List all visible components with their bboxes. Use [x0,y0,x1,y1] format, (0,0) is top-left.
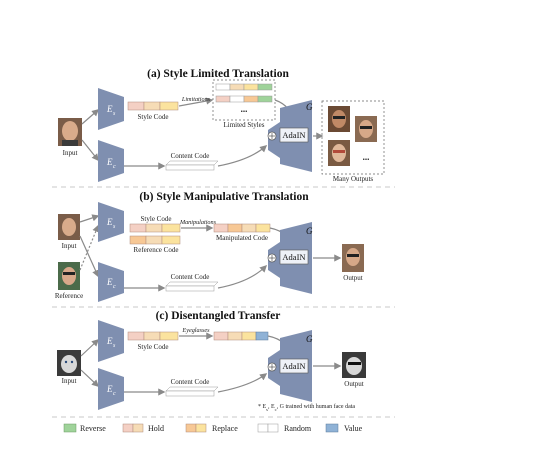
legend-random-swatch [257,423,269,433]
content-code-label-c: Content Code [171,378,210,386]
style-code-block [127,101,179,111]
adain-block [279,127,309,143]
svg-text:AdaIN: AdaIN [282,252,305,262]
output-husky-image [342,352,366,378]
generator-label: G [306,102,313,112]
legend-value-swatch [325,423,339,433]
svg-text:G: G [306,334,313,344]
reference-label: Reference [55,292,83,300]
training-note: * Es, Ec, G trained with human face data [258,403,355,412]
outputs-ellipsis: ... [363,152,370,162]
input-label: Input [63,149,78,157]
adain-label: AdaIN [282,130,305,140]
legend-replace: Replace [212,424,238,433]
legend-value: Value [344,424,363,433]
legend-reverse: Reverse [80,424,106,433]
legend-reverse-swatch [63,423,77,433]
legend-hold: Hold [148,424,164,433]
svg-text:E: E [106,384,113,394]
content-code-block-c [165,386,219,397]
content-encoder-c [98,368,124,410]
arrow-input-to-ec [81,139,99,162]
input-face-image [58,118,82,146]
svg-text:c: c [113,391,116,397]
manipulated-code-label: Manipulated Code [216,234,268,242]
section-b-title: (b) Style Manipulative Translation [139,191,309,203]
svg-text:s: s [113,224,116,230]
svg-text:c: c [113,284,116,290]
style-code-label-b: Style Code [141,215,172,223]
output-face-1 [328,106,350,132]
content-encoder-b [98,262,124,302]
content-code-block-b [165,281,219,292]
input-label-c: Input [62,377,77,385]
section-a-title: (a) Style Limited Translation [147,68,289,80]
limited-style-row-1 [215,83,273,91]
svg-text:AdaIN: AdaIN [282,361,305,371]
generator-left [268,122,280,158]
manipulated-code-block [213,223,271,233]
content-encoder [98,140,124,182]
reference-code-label: Reference Code [134,246,179,254]
limited-styles-label: Limited Styles [223,121,264,129]
section-a: (a) Style Limited Translation Input E s … [58,68,385,183]
section-b: (b) Style Manipulative Translation Input… [55,191,364,302]
style-code-label-c: Style Code [138,343,169,351]
limited-styles-ellipsis: ... [241,104,248,114]
output-label-b: Output [343,274,363,282]
reference-face-image [58,262,80,290]
legend-replace-swatch [185,423,197,433]
input-label-b: Input [62,242,77,250]
manipulations-label: Manipulations [179,219,217,226]
style-encoder [98,88,124,130]
limitations-arrow [178,97,214,107]
limited-style-row-2 [215,95,273,103]
eyeglasses-label: Eyeglasses [181,327,210,334]
value-code-block [213,331,269,341]
output-label-c: Output [344,380,364,388]
style-encoder-c [98,320,124,362]
svg-text:E: E [106,336,113,346]
section-c-title: (c) Disentangled Transfer [156,310,281,322]
svg-text:E: E [106,217,113,227]
content-code-label-b: Content Code [171,273,210,281]
svg-text:s: s [113,111,116,117]
limitations-label: Limitations [181,96,211,103]
adain-block-c [279,358,309,374]
content-code-block [165,160,219,171]
svg-text:E: E [106,277,113,287]
output-face-3 [328,140,350,166]
outputs-box [321,100,385,175]
reference-code-block [129,235,181,245]
svg-text:s: s [113,343,116,349]
adain-block-b [279,249,309,265]
content-encoder-label: E [106,157,113,167]
style-encoder-label: E [106,104,113,114]
style-code-label: Style Code [138,113,169,121]
many-outputs-label: Many Outputs [333,175,374,183]
input-face-image-b [58,214,80,240]
style-encoder-b [98,202,124,242]
legend-random: Random [284,424,312,433]
section-c: (c) Disentangled Transfer Input E s E c … [57,310,366,412]
input-husky-image [57,350,81,376]
legend: Reverse Hold Replace Random Value [63,423,363,433]
legend-hold-swatch [122,423,134,433]
svg-text:c: c [113,164,116,170]
arrow-input-to-es [81,109,100,125]
output-face-b [342,244,364,272]
style-code-block-b [129,223,181,233]
content-code-label: Content Code [171,152,210,160]
output-face-2 [355,116,377,142]
arrow-content-to-generator [217,145,268,167]
svg-text:G: G [306,226,313,236]
style-code-block-c [127,331,179,341]
